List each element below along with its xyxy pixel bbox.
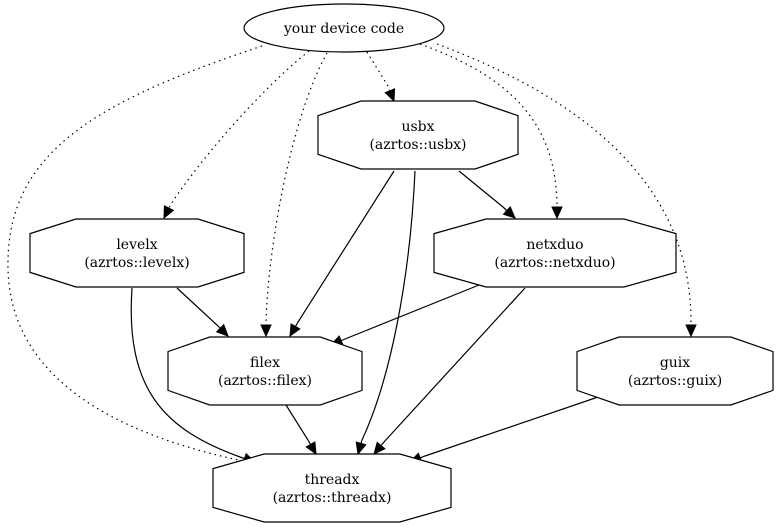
node-shape <box>433 218 677 288</box>
arrowhead <box>373 441 386 455</box>
node-shape <box>317 100 519 170</box>
edge-device-guix <box>436 43 697 338</box>
node-sublabel: (azrtos::levelx) <box>84 255 189 271</box>
arrowhead <box>260 324 272 338</box>
node-shape <box>167 336 363 406</box>
node-label: netxduo <box>526 237 583 253</box>
arrowhead <box>215 323 229 337</box>
arrowhead <box>384 88 396 103</box>
node-shape <box>29 218 245 288</box>
edge-line <box>419 43 558 218</box>
arrowhead <box>355 441 367 456</box>
node-sublabel: (azrtos::guix) <box>628 373 722 389</box>
node-label: levelx <box>116 237 157 253</box>
node-shape <box>243 3 445 53</box>
node-label: usbx <box>401 119 434 135</box>
node-sublabel: (azrtos::netxduo) <box>494 255 615 271</box>
edge-filex-threadx <box>285 404 317 456</box>
arrowhead <box>685 324 697 338</box>
node-sublabel: (azrtos::usbx) <box>369 137 466 153</box>
arrowhead <box>305 441 317 456</box>
edge-line <box>289 170 395 337</box>
arrowhead <box>551 206 563 220</box>
node-label: your device code <box>283 21 404 37</box>
edge-usbx-netxduo <box>458 170 516 219</box>
arrowhead <box>289 323 301 338</box>
node-label: filex <box>250 355 280 371</box>
node-usbx: usbx(azrtos::usbx) <box>317 100 519 170</box>
edge-netxduo-threadx <box>373 287 526 455</box>
edge-line <box>357 170 416 455</box>
edge-line <box>163 50 310 219</box>
node-shape <box>212 453 452 523</box>
node-shape <box>576 336 774 406</box>
node-levelx: levelx(azrtos::levelx) <box>29 218 245 288</box>
edge-device-netxduo <box>419 43 563 220</box>
edge-line <box>265 52 328 336</box>
edge-usbx-filex <box>289 170 395 338</box>
edge-line <box>436 43 692 336</box>
node-label: guix <box>660 355 690 371</box>
edge-device-filex <box>260 52 328 338</box>
node-device: your device code <box>243 3 445 53</box>
arrowhead <box>502 205 516 219</box>
arrowhead <box>163 205 175 220</box>
node-filex: filex(azrtos::filex) <box>167 336 363 406</box>
edge-netxduo-filex <box>329 282 485 346</box>
node-threadx: threadx(azrtos::threadx) <box>212 453 452 523</box>
edge-usbx-threadx <box>355 170 416 456</box>
node-sublabel: (azrtos::filex) <box>218 373 312 389</box>
edge-levelx-filex <box>176 287 229 337</box>
edge-line <box>130 287 256 463</box>
node-sublabel: (azrtos::threadx) <box>273 490 392 506</box>
edge-line <box>409 394 605 463</box>
edge-device-levelx <box>163 50 310 220</box>
node-guix: guix(azrtos::guix) <box>576 336 774 406</box>
edge-line <box>330 282 485 346</box>
node-netxduo: netxduo(azrtos::netxduo) <box>433 218 677 288</box>
edge-guix-threadx <box>408 394 605 464</box>
nodes-layer: your device codeusbx(azrtos::usbx)levelx… <box>29 3 774 523</box>
edge-device-usbx <box>366 51 396 103</box>
node-label: threadx <box>305 472 360 488</box>
